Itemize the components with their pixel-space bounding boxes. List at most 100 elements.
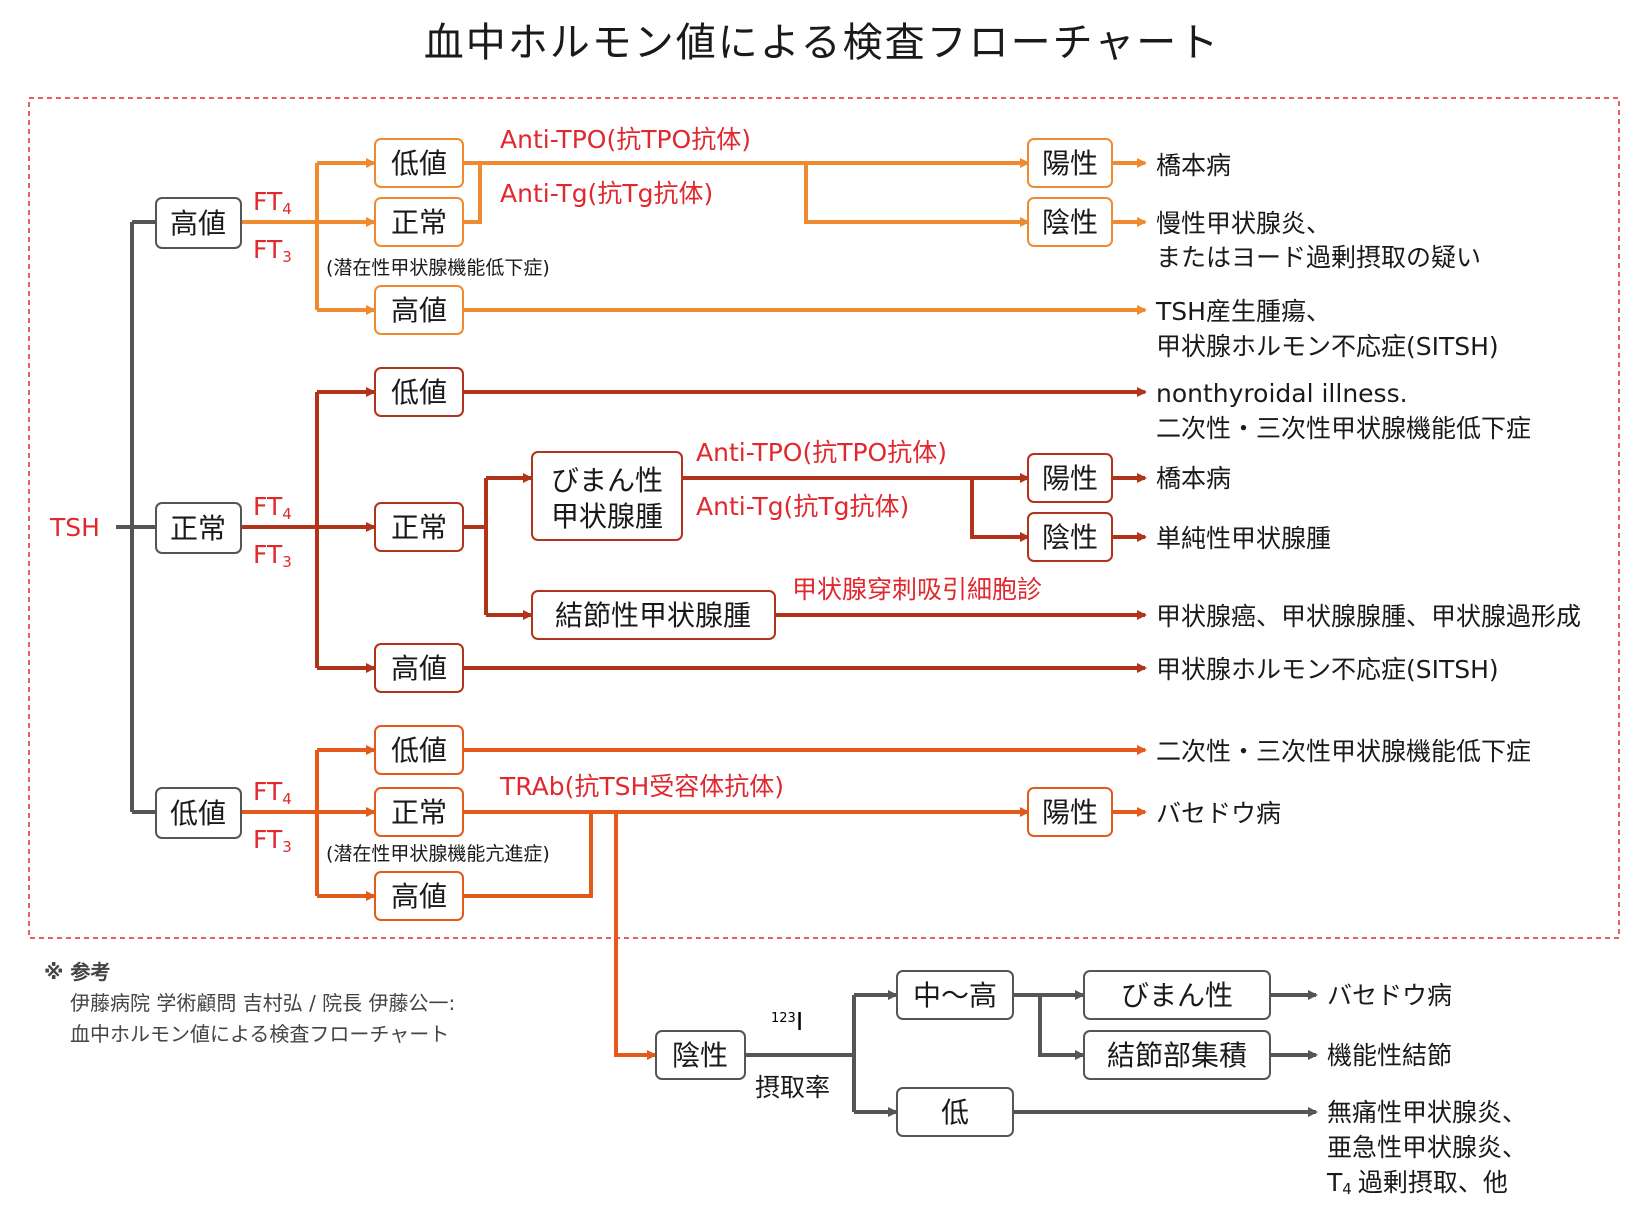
trab-label: TRAb(抗TSH受容体抗体)	[499, 772, 784, 801]
svg-text:びまん性: びまん性	[551, 464, 663, 497]
normal-result-positive: 橋本病	[1156, 464, 1231, 493]
connectors	[116, 158, 1318, 1117]
ft-labels-low: FT4 FT3	[253, 777, 292, 856]
svg-text:高値: 高値	[170, 207, 226, 240]
reference-line-1: 伊藤病院 学術顧問 吉村弘 / 院長 伊藤公一:	[70, 991, 455, 1015]
ft-labels-high: FT4 FT3	[253, 187, 292, 266]
high-result-negative-1: 慢性甲状腺炎、	[1156, 209, 1331, 238]
low-positive-box: 陽性	[1027, 787, 1113, 837]
svg-text:低値: 低値	[391, 147, 447, 180]
uptake-result-low-1: 無痛性甲状腺炎、	[1327, 1098, 1527, 1127]
diffuse-goiter-box: びまん性 甲状腺腫	[531, 451, 683, 541]
normal-anti-tpo-label: Anti-TPO(抗TPO抗体)	[696, 438, 947, 467]
normal-ft-normal-box: 正常	[374, 502, 464, 552]
svg-text:結節部集積: 結節部集積	[1107, 1039, 1247, 1072]
high-normal-note: (潜在性甲状腺機能低下症)	[326, 257, 550, 279]
normal-ft-high-box: 高値	[374, 643, 464, 693]
normal-positive-box: 陽性	[1027, 453, 1113, 503]
tsh-low-box: 低値	[155, 787, 242, 839]
diffuse-to-neg	[970, 478, 1030, 542]
low-result-low: 二次性・三次性甲状腺機能低下症	[1156, 737, 1531, 766]
svg-text:中〜高: 中〜高	[913, 979, 997, 1012]
diffuse-uptake-box: びまん性	[1083, 970, 1271, 1020]
svg-text:びまん性: びまん性	[1121, 979, 1233, 1012]
high-anti-tpo-label: Anti-TPO(抗TPO抗体)	[500, 125, 751, 154]
nodular-accumulation-box: 結節部集積	[1083, 1030, 1271, 1080]
svg-text:陰性: 陰性	[672, 1039, 728, 1072]
normal-negative-box: 陰性	[1027, 512, 1113, 562]
fna-label: 甲状腺穿刺吸引細胞診	[792, 575, 1042, 604]
svg-text:陰性: 陰性	[1042, 206, 1098, 239]
high-result-high-1: TSH産生腫瘍、	[1155, 297, 1331, 326]
tsh-normal-box: 正常	[155, 502, 242, 554]
svg-text:高値: 高値	[391, 294, 447, 327]
high-positive-box: 陽性	[1027, 138, 1113, 188]
svg-text:甲状腺腫: 甲状腺腫	[551, 500, 663, 533]
svg-text:FT4: FT4	[253, 777, 292, 808]
uptake-result-diffuse: バセドウ病	[1327, 981, 1452, 1010]
normal-result-negative: 単純性甲状腺腫	[1156, 524, 1331, 553]
svg-text:低値: 低値	[391, 376, 447, 409]
normal-result-high: 甲状腺ホルモン不応症(SITSH)	[1156, 655, 1499, 684]
svg-text:正常: 正常	[391, 796, 447, 829]
svg-text:FT3: FT3	[253, 540, 292, 571]
high-normal-merge	[463, 163, 482, 224]
high-ft-normal-box: 正常	[374, 197, 464, 247]
svg-text:FT3: FT3	[253, 825, 292, 856]
ft-labels-normal: FT4 FT3	[253, 492, 292, 571]
svg-text:結節性甲状腺腫: 結節性甲状腺腫	[555, 599, 751, 632]
root-tsh-label: TSH	[49, 513, 100, 542]
svg-text:FT3: FT3	[253, 235, 292, 266]
uptake-low-box: 低	[896, 1087, 1014, 1137]
normal-result-low-1: nonthyroidal illness.	[1156, 379, 1408, 408]
reference-heading: ※ 参考	[44, 960, 110, 984]
svg-text:陽性: 陽性	[1042, 796, 1098, 829]
high-to-neg	[804, 163, 1030, 227]
svg-text:高値: 高値	[391, 652, 447, 685]
reference-line-2: 血中ホルモン値による検査フローチャート	[70, 1022, 449, 1046]
svg-text:正常: 正常	[170, 512, 226, 545]
main-frame	[28, 97, 1620, 939]
low-ft-normal-box: 正常	[374, 787, 464, 837]
svg-text:高値: 高値	[391, 880, 447, 913]
svg-text:陽性: 陽性	[1042, 462, 1098, 495]
high-result-positive: 橋本病	[1156, 151, 1231, 180]
low-normal-note: (潜在性甲状腺機能亢進症)	[326, 843, 550, 865]
svg-text:陽性: 陽性	[1042, 147, 1098, 180]
low-result-positive: バセドウ病	[1156, 799, 1281, 828]
svg-text:陰性: 陰性	[1042, 521, 1098, 554]
nodular-goiter-box: 結節性甲状腺腫	[531, 590, 776, 640]
high-anti-tg-label: Anti-Tg(抗Tg抗体)	[500, 179, 713, 208]
low-high-merge	[463, 812, 593, 898]
normal-anti-tg-label: Anti-Tg(抗Tg抗体)	[696, 492, 909, 521]
svg-text:FT4: FT4	[253, 187, 292, 218]
svg-text:正常: 正常	[391, 511, 447, 544]
midhigh-to-nodular	[1038, 995, 1085, 1060]
low-to-neg	[614, 812, 657, 1060]
iodine-123-label: 123I	[771, 1007, 803, 1036]
high-ft-low-box: 低値	[374, 138, 464, 188]
normal-ft-low-box: 低値	[374, 367, 464, 417]
page-title: 血中ホルモン値による検査フローチャート	[424, 20, 1220, 66]
uptake-label: 摂取率	[755, 1073, 830, 1102]
high-negative-box: 陰性	[1027, 197, 1113, 247]
low-ft-high-box: 高値	[374, 871, 464, 921]
low-negative-box: 陰性	[655, 1030, 746, 1080]
normal-result-low-2: 二次性・三次性甲状腺機能低下症	[1156, 414, 1531, 443]
svg-text:FT4: FT4	[253, 492, 292, 523]
svg-text:低値: 低値	[391, 734, 447, 767]
high-ft-high-box: 高値	[374, 285, 464, 335]
normal-result-nodular: 甲状腺癌、甲状腺腺腫、甲状腺過形成	[1156, 602, 1581, 631]
high-result-negative-2: またはヨード過剰摂取の疑い	[1156, 243, 1481, 272]
low-ft-low-box: 低値	[374, 725, 464, 775]
svg-text:正常: 正常	[391, 206, 447, 239]
uptake-result-nodular: 機能性結節	[1327, 1041, 1452, 1070]
svg-text:低: 低	[941, 1096, 969, 1129]
tsh-high-box: 高値	[155, 197, 242, 249]
uptake-midhigh-box: 中〜高	[896, 970, 1014, 1020]
uptake-result-low-2: 亜急性甲状腺炎、	[1327, 1133, 1527, 1162]
svg-text:低値: 低値	[170, 797, 226, 830]
high-result-high-2: 甲状腺ホルモン不応症(SITSH)	[1156, 332, 1499, 361]
